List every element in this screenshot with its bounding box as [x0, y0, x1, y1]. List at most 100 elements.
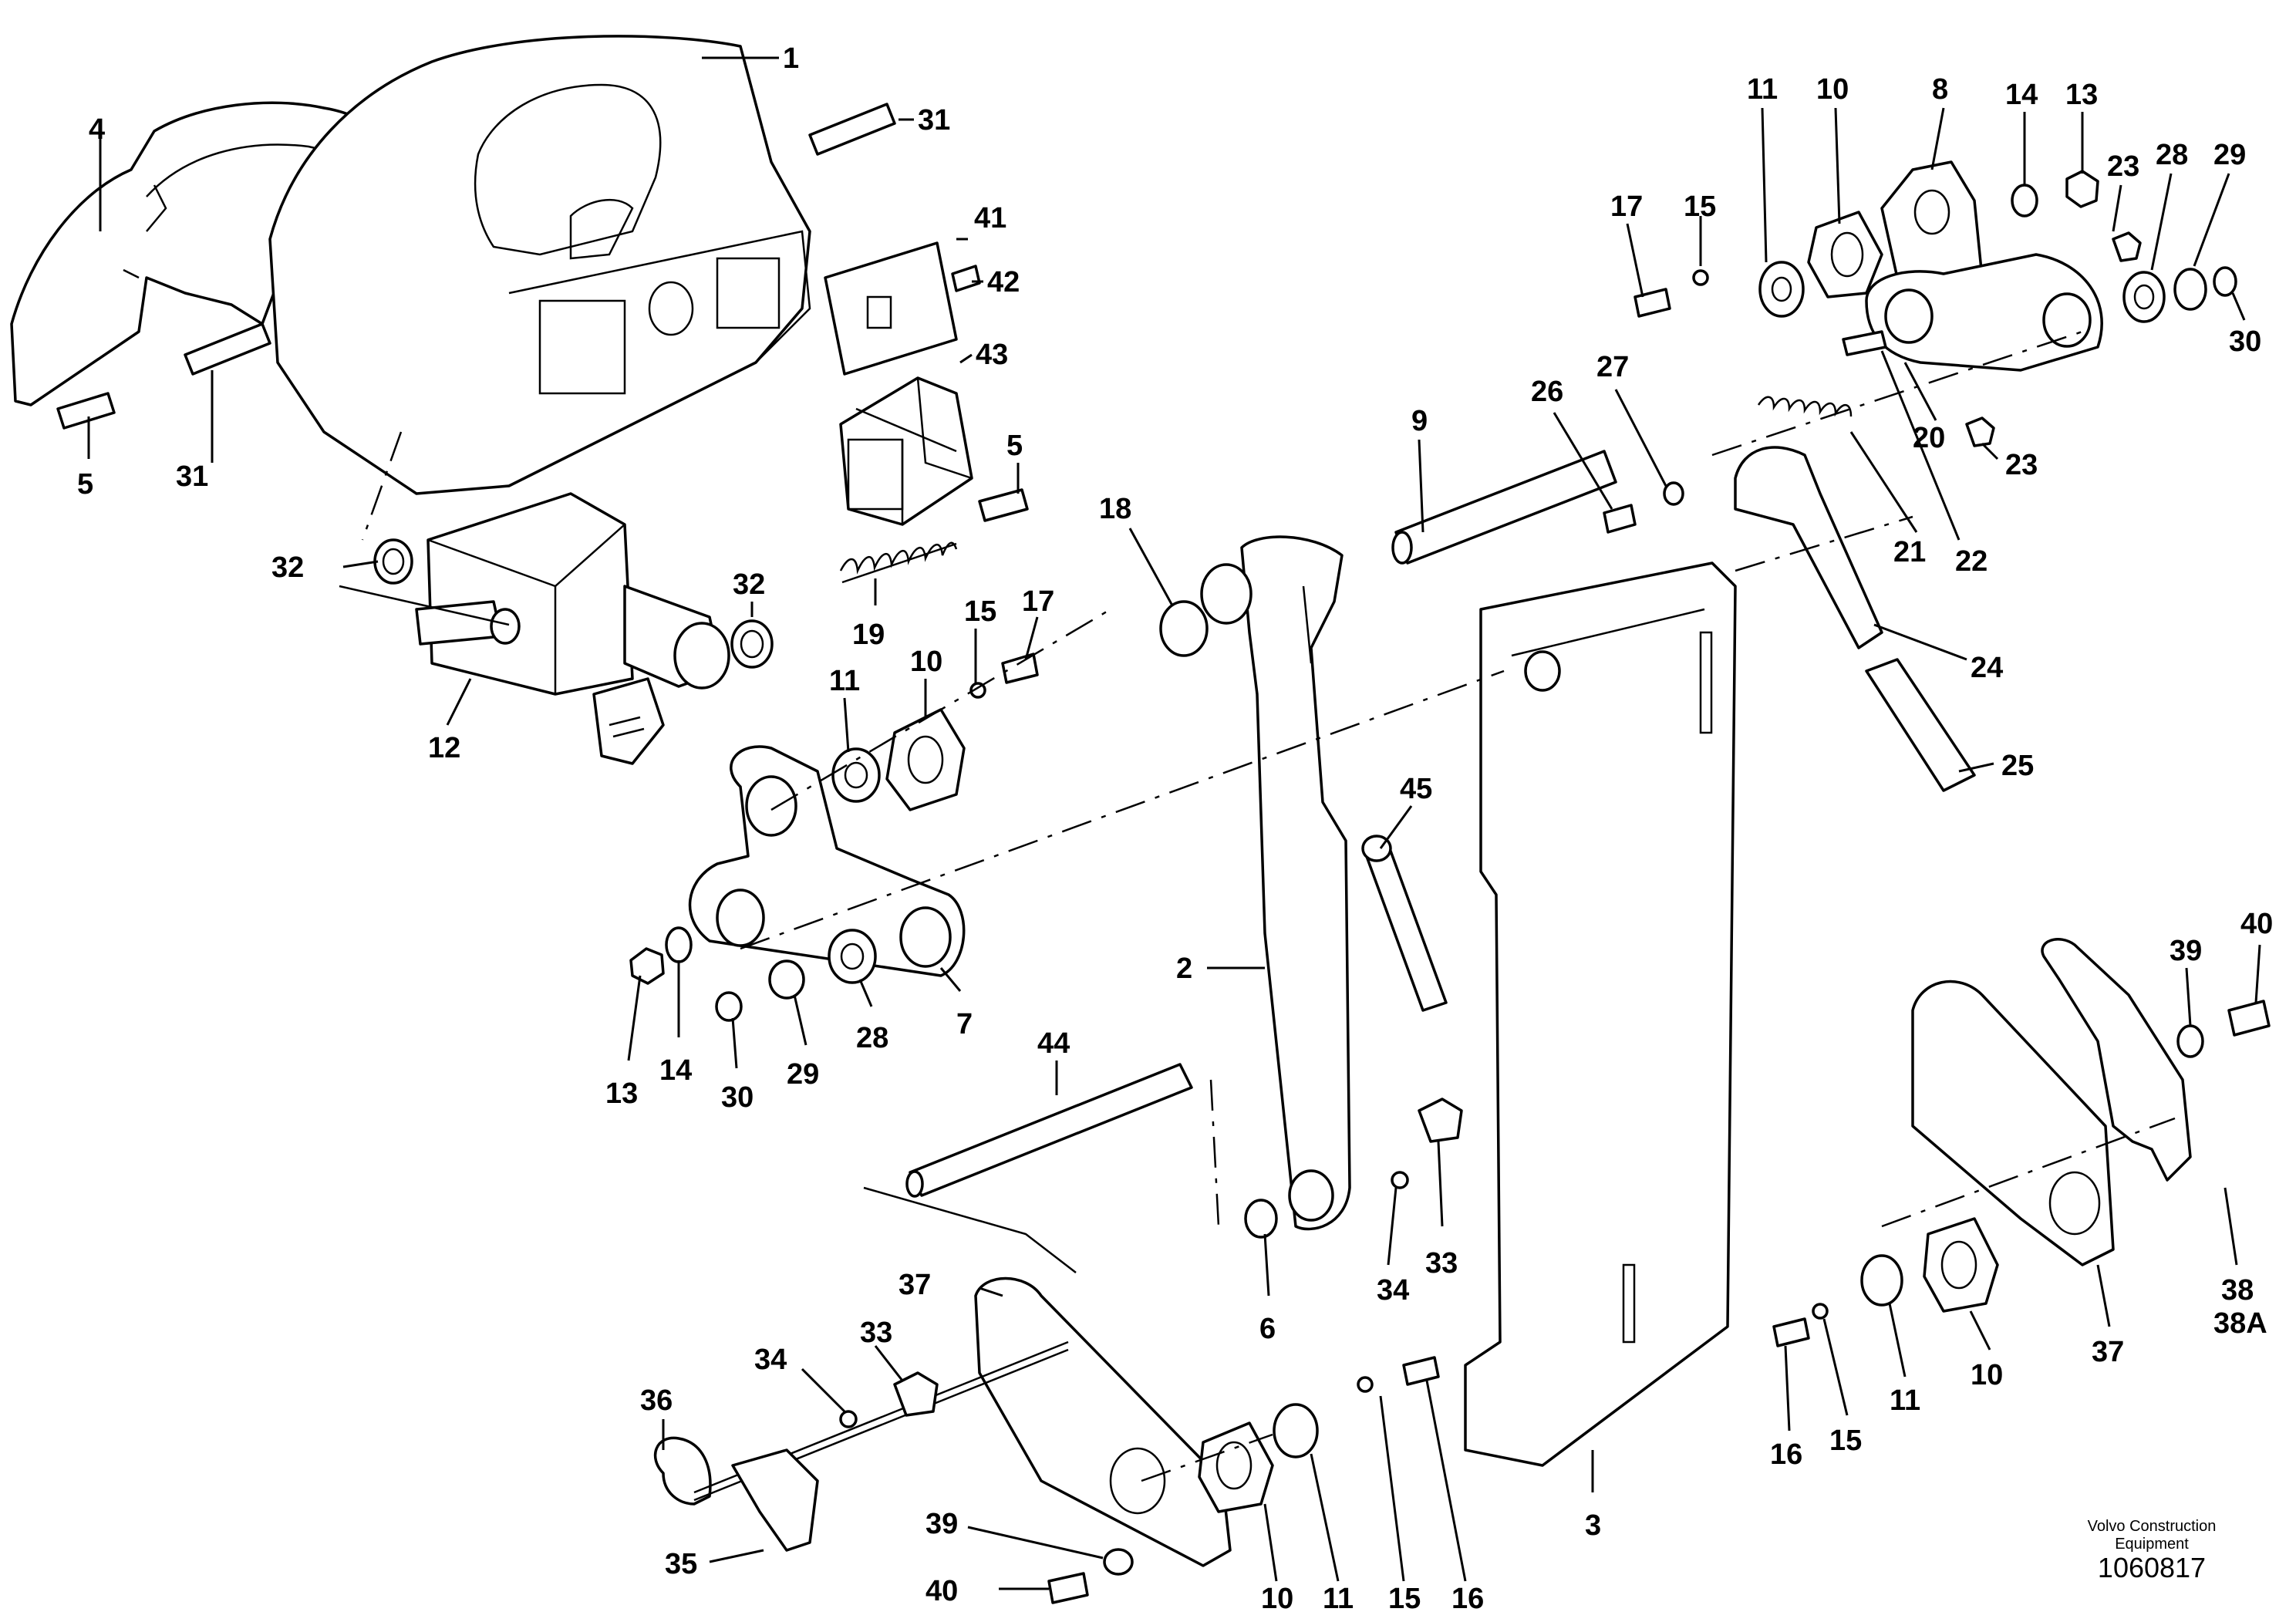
part-10-flange-bottom	[1198, 1421, 1274, 1513]
part-11-bushing-right	[1860, 1254, 1903, 1307]
callout-15: 15	[1684, 191, 1716, 223]
callout-32: 32	[733, 568, 765, 601]
part-40-bolt-right	[2227, 1000, 2271, 1037]
callout-11: 11	[1747, 73, 1778, 106]
part-27-washer	[1663, 481, 1684, 506]
callout-16: 16	[1770, 1438, 1802, 1471]
callout-32: 32	[271, 551, 304, 584]
callout-41: 41	[974, 202, 1006, 234]
part-11-bushing-top	[1758, 261, 1805, 318]
callout-15: 15	[1829, 1425, 1862, 1457]
callout-labels: 1 4 5 31 31 41 42 43 5 32 32 19 15 17 10…	[77, 42, 2273, 1615]
callout-11: 11	[1890, 1384, 1920, 1417]
part-drawings	[10, 35, 2271, 1604]
callout-9: 9	[1411, 405, 1428, 437]
part-14-washer-top	[2011, 184, 2038, 218]
part-32-seal-left	[373, 538, 413, 585]
callout-38A: 38A	[2213, 1307, 2267, 1340]
part-28-bearing-top	[2122, 271, 2166, 323]
part-18-bushing	[1159, 600, 1209, 657]
callout-6: 6	[1259, 1313, 1276, 1345]
callout-34: 34	[754, 1344, 787, 1376]
callout-18: 18	[1099, 493, 1131, 525]
part-33-clamp-left	[893, 1371, 939, 1417]
callout-7: 7	[956, 1008, 973, 1040]
credit-block: Volvo Construction Equipment 1060817	[2088, 1518, 2217, 1583]
callout-39: 39	[925, 1508, 958, 1540]
callout-10: 10	[1816, 73, 1849, 106]
part-6-bushing	[1244, 1199, 1278, 1239]
callout-40: 40	[2240, 908, 2273, 940]
part-15-washer-right	[1812, 1303, 1829, 1320]
part-29-circlip-left	[768, 959, 805, 1000]
callout-31: 31	[918, 104, 950, 137]
part-16-bolt-bottom	[1402, 1356, 1440, 1386]
part-9-pin	[1394, 450, 1617, 565]
part-25-pedal-pad	[1865, 658, 1976, 792]
callout-11: 11	[1323, 1583, 1354, 1615]
part-30-ring-left	[715, 991, 743, 1022]
callout-17: 17	[1022, 585, 1054, 618]
callout-37: 37	[899, 1269, 931, 1301]
part-23-nut-top	[2112, 231, 2142, 262]
part-42-screw	[951, 265, 981, 292]
callout-45: 45	[1400, 773, 1432, 805]
part-13-nut-left	[629, 947, 665, 985]
callout-42: 42	[987, 266, 1020, 298]
part-17-bolt-upper	[1001, 653, 1039, 684]
part-7-lever-arm	[688, 745, 966, 977]
callout-5: 5	[77, 468, 93, 501]
part-16-bolt-right	[1772, 1317, 1810, 1347]
callout-31: 31	[176, 460, 208, 493]
part-30-ring-top	[2213, 266, 2237, 297]
callout-3: 3	[1585, 1509, 1601, 1542]
callout-22: 22	[1955, 545, 1988, 578]
callout-33: 33	[1425, 1247, 1458, 1280]
callout-23: 23	[2107, 150, 2139, 183]
leader-lines	[87, 56, 2261, 1590]
part-15-washer-bottom	[1357, 1376, 1374, 1393]
callout-21: 21	[1893, 536, 1926, 568]
callout-17: 17	[1610, 191, 1643, 223]
part-23-nut-lower	[1965, 416, 1995, 447]
part-17-bolt-top	[1633, 288, 1671, 318]
callout-12: 12	[428, 732, 460, 764]
credit-company-line2: Equipment	[2115, 1536, 2189, 1553]
callout-19: 19	[852, 619, 885, 651]
callout-2: 2	[1176, 953, 1192, 985]
callout-33: 33	[860, 1317, 892, 1349]
callout-8: 8	[1932, 73, 1948, 106]
part-5-bolt-right	[978, 488, 1029, 522]
part-19-spring	[839, 541, 958, 584]
callout-4: 4	[89, 113, 105, 146]
callout-15: 15	[964, 595, 996, 628]
part-10-flange-upper	[885, 708, 966, 811]
callout-44: 44	[1037, 1027, 1070, 1060]
callout-35: 35	[665, 1548, 697, 1580]
part-26-bolt	[1603, 504, 1637, 534]
callout-13: 13	[2065, 79, 2098, 111]
part-11-bushing-bottom	[1273, 1403, 1319, 1458]
callout-11: 11	[829, 665, 860, 697]
callout-43: 43	[976, 339, 1008, 371]
callout-29: 29	[2213, 139, 2246, 171]
part-45-rod	[1364, 843, 1448, 1012]
part-39-washer-left	[1103, 1548, 1134, 1576]
callout-16: 16	[1451, 1583, 1484, 1615]
part-29-circlip-top	[2173, 268, 2207, 311]
part-5-bolt-left	[56, 392, 116, 430]
part-11-bushing-upper	[831, 747, 881, 803]
callout-26: 26	[1531, 376, 1563, 408]
callout-34: 34	[1377, 1274, 1409, 1307]
part-2-pedal-arm	[1200, 535, 1351, 1231]
part-15-washer-upper	[969, 682, 986, 699]
part-28-bearing-left	[828, 929, 877, 984]
part-34-screw-center	[1391, 1171, 1409, 1189]
part-39-washer-right	[2176, 1024, 2204, 1058]
part-1-housing	[268, 35, 811, 495]
callout-28: 28	[2156, 139, 2188, 171]
callout-30: 30	[2229, 325, 2261, 358]
part-10-flange-top	[1807, 211, 1883, 298]
callout-27: 27	[1596, 351, 1629, 383]
